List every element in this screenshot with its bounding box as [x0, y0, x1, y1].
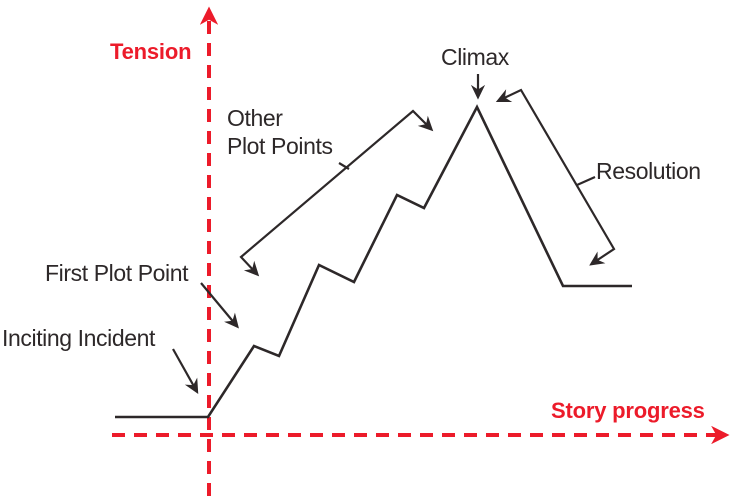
axes	[112, 6, 730, 496]
y-axis-label: Tension	[110, 39, 192, 64]
inciting-incident-label: Inciting Incident	[2, 325, 156, 351]
resolution-label: Resolution	[596, 158, 701, 184]
resolution-bracket-arrow	[495, 88, 616, 266]
first-plot-point-label: First Plot Point	[45, 260, 189, 286]
resolution-tick	[576, 175, 596, 187]
x-axis-label: Story progress	[551, 398, 705, 423]
tension-curve-group	[115, 104, 632, 419]
annotation-arrows	[172, 74, 616, 395]
other-plot-points-tick	[338, 162, 350, 170]
tension-curve	[115, 104, 632, 419]
inciting-incident-arrow	[172, 348, 199, 395]
other-plot-points-arrow	[239, 109, 434, 277]
other-plot-points-label: Other Plot Points	[227, 105, 333, 159]
first-plot-point-arrow	[200, 282, 239, 329]
climax-label: Climax	[441, 44, 509, 70]
